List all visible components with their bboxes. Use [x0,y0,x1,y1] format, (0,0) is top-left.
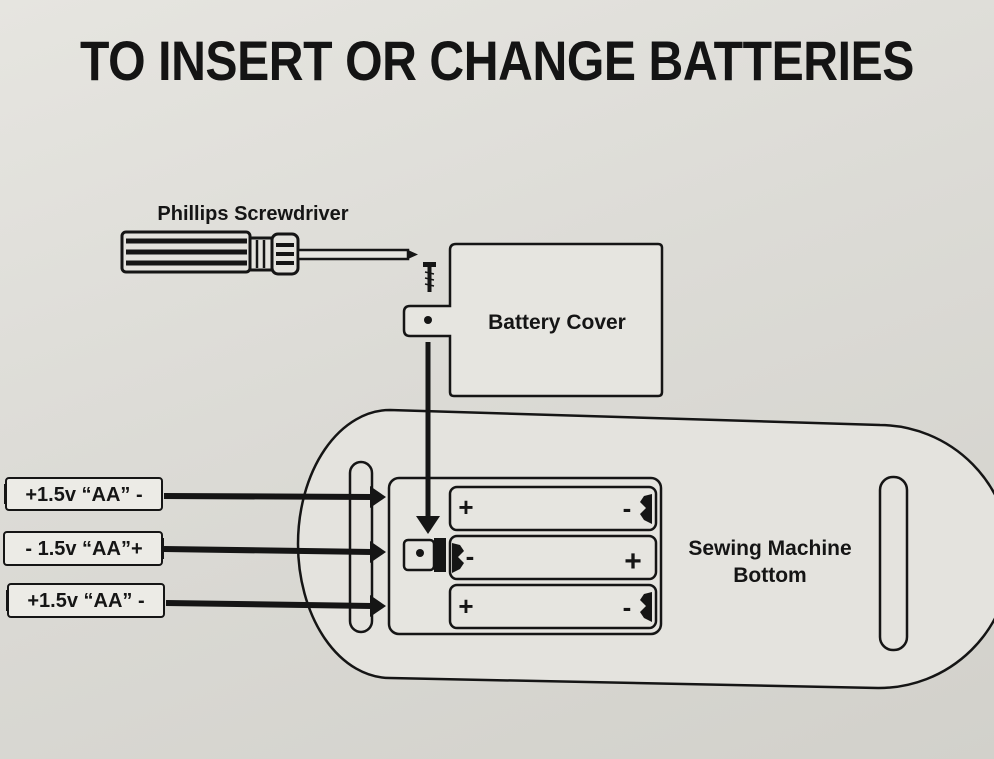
slot-3-right-sign: - [623,592,632,622]
machine-bottom-label-line1: Sewing Machine [688,537,851,560]
battery-cover-label: Battery Cover [488,311,626,334]
spring-contact-icon [640,494,652,524]
slot-3-left-sign: + [458,591,473,621]
right-slot [878,475,909,652]
arrow-right-icon [165,595,386,617]
battery-slot-2: - + [448,534,658,581]
page-title: TO INSERT OR CHANGE BATTERIES [80,29,914,92]
screwdriver-label: Phillips Screwdriver [157,203,348,225]
battery-2-label: - 1.5v “AA”+ [25,538,142,560]
battery-cover [402,242,664,398]
slot-2-left-sign: - [466,541,475,571]
battery-2: - 1.5v “AA”+ [3,531,164,566]
arrow-down-icon [416,342,440,534]
battery-slot-3: + - [448,583,658,630]
battery-1: +1.5v “AA” - [4,477,163,511]
compartment-screw-tab [402,538,446,572]
arrow-right-icon [163,486,386,508]
battery-1-label: +1.5v “AA” - [25,484,142,506]
slot-2-right-sign: + [624,545,642,578]
slot-1-right-sign: - [623,493,632,523]
battery-3: +1.5v “AA” - [6,583,165,618]
screwdriver-icon [120,230,418,276]
spring-contact-icon [452,543,464,573]
screw-icon [423,262,436,292]
arrow-right-icon [163,541,386,563]
machine-bottom-label-line2: Bottom [733,564,806,587]
battery-slot-1: + - [448,485,658,532]
battery-compartment: + - - + + - [387,476,663,636]
slot-1-left-sign: + [458,492,473,522]
spring-contact-icon [640,592,652,622]
battery-3-label: +1.5v “AA” - [27,590,144,612]
